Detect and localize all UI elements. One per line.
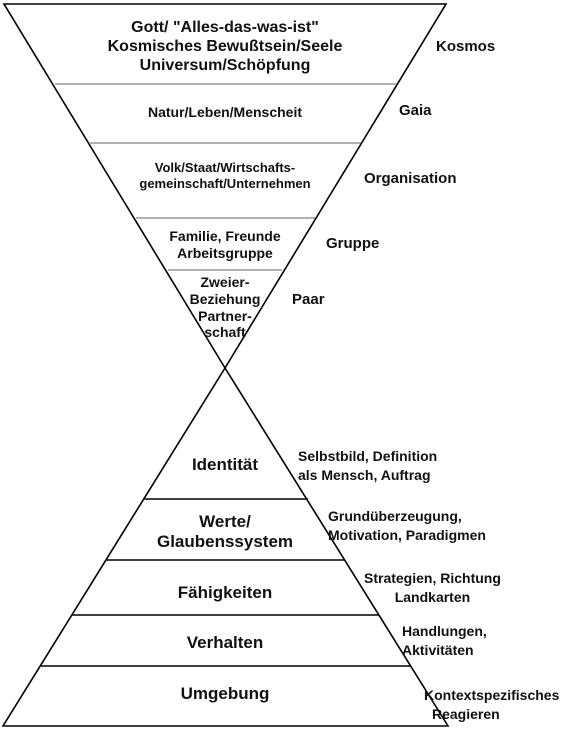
pyramid-side-label-umgebung: Kontextspezifisches Reagieren (424, 686, 559, 724)
pyramid-text-line: Identität (191, 455, 259, 474)
pyramid-text-line: Fähigkeiten (177, 583, 273, 602)
funnel-level-gruppe-text: Familie, Freunde Arbeitsgruppe (145, 228, 305, 262)
upper-funnel-outline (2, 3, 448, 370)
pyramid-side-line: Landkarten (394, 588, 471, 605)
funnel-text-line: schaft (204, 324, 246, 341)
funnel-side-label-gruppe: Gruppe (326, 235, 380, 252)
funnel-level-kosmos-text: Gott/ "Alles-das-was-ist" Kosmisches Bew… (40, 18, 410, 76)
funnel-text-line: Kosmisches Bewußtsein/Seele (107, 38, 343, 56)
funnel-text-line: Universum/Schöpfung (139, 57, 311, 75)
pyramid-side-line: als Mensch, Auftrag (298, 466, 431, 483)
funnel-text-line: Natur/Leben/Menscheit (147, 104, 303, 120)
pyramid-text-line: Glaubenssystem (156, 532, 294, 552)
pyramid-side-line: Reagieren (432, 705, 500, 722)
funnel-level-paar-text: Zweier- Beziehung Partner- schaft (170, 274, 280, 341)
funnel-side-label-organisation: Organisation (364, 170, 457, 187)
funnel-side-label-gaia: Gaia (399, 102, 432, 119)
funnel-text-line: Gott/ "Alles-das-was-ist" (131, 19, 319, 36)
lower-pyramid-outline (1, 366, 450, 727)
pyramid-side-line: Handlungen, (402, 623, 487, 639)
funnel-text-line: Arbeitsgruppe (177, 244, 273, 261)
pyramid-side-line: Strategien, Richtung (364, 570, 501, 586)
funnel-side-label-kosmos: Kosmos (436, 38, 496, 55)
funnel-level-gaia-text: Natur/Leben/Menscheit (90, 104, 360, 121)
pyramid-side-line: Motivation, Paradigmen (328, 526, 486, 543)
pyramid-side-line: Selbstbild, Definition (298, 448, 438, 464)
pyramid-side-line: Kontextspezifisches (424, 687, 560, 703)
pyramid-side-label-verhalten: Handlungen, Aktivitäten (402, 622, 487, 660)
funnel-text-line: Familie, Freunde (169, 228, 281, 244)
pyramid-side-label-identitaet: Selbstbild, Definition als Mensch, Auftr… (298, 447, 437, 485)
pyramid-level-werte-text: Werte/ Glaubenssystem (115, 512, 335, 553)
pyramid-side-label-faehigkeiten: Strategien, Richtung Landkarten (364, 569, 501, 607)
funnel-text-line: gemeinschaft/Unternehmen (139, 175, 311, 191)
pyramid-side-label-werte: Grundüberzeugung, Motivation, Paradigmen (328, 507, 486, 545)
pyramid-level-identitaet-text: Identität (155, 455, 295, 475)
pyramid-text-line: Verhalten (186, 633, 264, 652)
pyramid-level-umgebung-text: Umgebung (115, 684, 335, 704)
funnel-text-line: Partner- (198, 307, 252, 324)
pyramid-text-line: Umgebung (180, 684, 270, 703)
pyramid-text-line: Werte/ (199, 512, 251, 531)
pyramid-side-line: Grundüberzeugung, (328, 508, 462, 524)
funnel-side-label-paar: Paar (292, 291, 325, 308)
funnel-text-line: Volk/Staat/Wirtschafts- (154, 160, 296, 175)
funnel-text-line: Beziehung (189, 290, 261, 307)
pyramid-level-faehigkeiten-text: Fähigkeiten (115, 583, 335, 603)
pyramid-level-verhalten-text: Verhalten (115, 633, 335, 653)
pyramid-side-line: Aktivitäten (402, 641, 474, 658)
funnel-level-organisation-text: Volk/Staat/Wirtschafts- gemeinschaft/Unt… (110, 160, 340, 191)
funnel-text-line: Zweier- (200, 274, 250, 290)
